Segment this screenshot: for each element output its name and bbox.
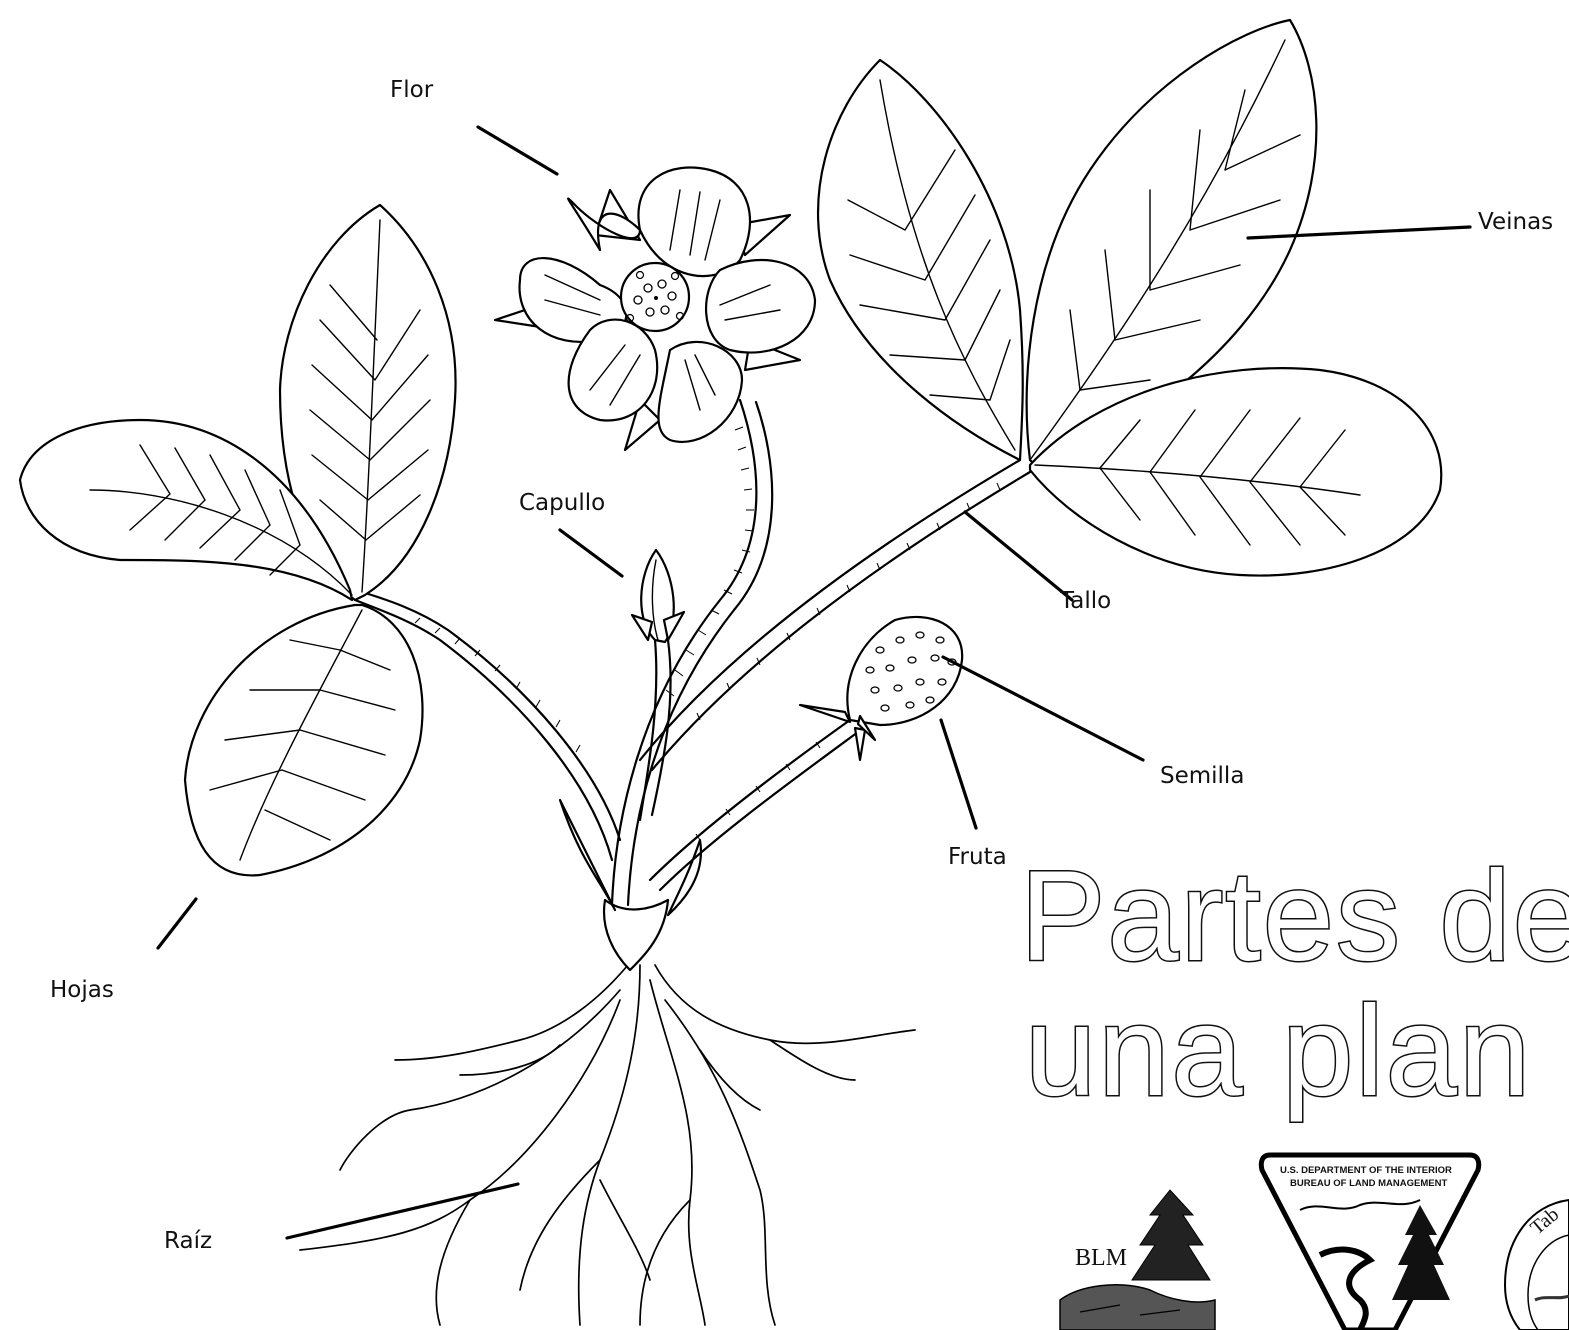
- badge-text-line-1: U.S. DEPARTMENT OF THE INTERIOR: [1280, 1165, 1452, 1176]
- leader-line-semilla: [943, 657, 1143, 760]
- blm-tree-logo: BLM: [1060, 1190, 1215, 1330]
- label-semilla: Semilla: [1160, 763, 1244, 789]
- badge-text-line-2: BUREAU OF LAND MANAGEMENT: [1290, 1178, 1447, 1189]
- logos-row: BLM U.S. DEPARTMENT OF THE INTERIOR BURE…: [1060, 1155, 1569, 1330]
- partial-seal-logo: Tab: [1505, 1200, 1569, 1330]
- label-flor: Flor: [390, 77, 434, 103]
- title-line-1: Partes de: [1020, 845, 1569, 988]
- left-leaflets: [20, 205, 456, 875]
- label-veinas: Veinas: [1478, 209, 1553, 235]
- plant-crown: [560, 800, 701, 970]
- bud-illustration: [632, 550, 684, 642]
- leader-line-hojas: [158, 899, 196, 948]
- label-raiz: Raíz: [164, 1228, 212, 1254]
- label-hojas: Hojas: [50, 977, 114, 1003]
- label-tallo: Tallo: [1059, 588, 1111, 614]
- plant-roots: [300, 960, 915, 1325]
- right-leaflets: [818, 20, 1441, 576]
- leader-line-flor: [478, 127, 557, 174]
- leader-line-fruta: [941, 720, 976, 828]
- label-fruta: Fruta: [948, 844, 1007, 870]
- leader-line-raiz: [287, 1184, 518, 1238]
- title-line-2: una plan: [1025, 980, 1532, 1123]
- flower-illustration: [495, 168, 815, 451]
- label-capullo: Capullo: [519, 490, 605, 516]
- leader-line-capullo: [560, 530, 622, 576]
- leader-line-tallo: [965, 512, 1072, 600]
- blm-logo-text: BLM: [1075, 1245, 1127, 1271]
- page-title: Partes de una plan: [1020, 845, 1569, 1123]
- bureau-of-land-management-badge: U.S. DEPARTMENT OF THE INTERIOR BUREAU O…: [1261, 1155, 1478, 1330]
